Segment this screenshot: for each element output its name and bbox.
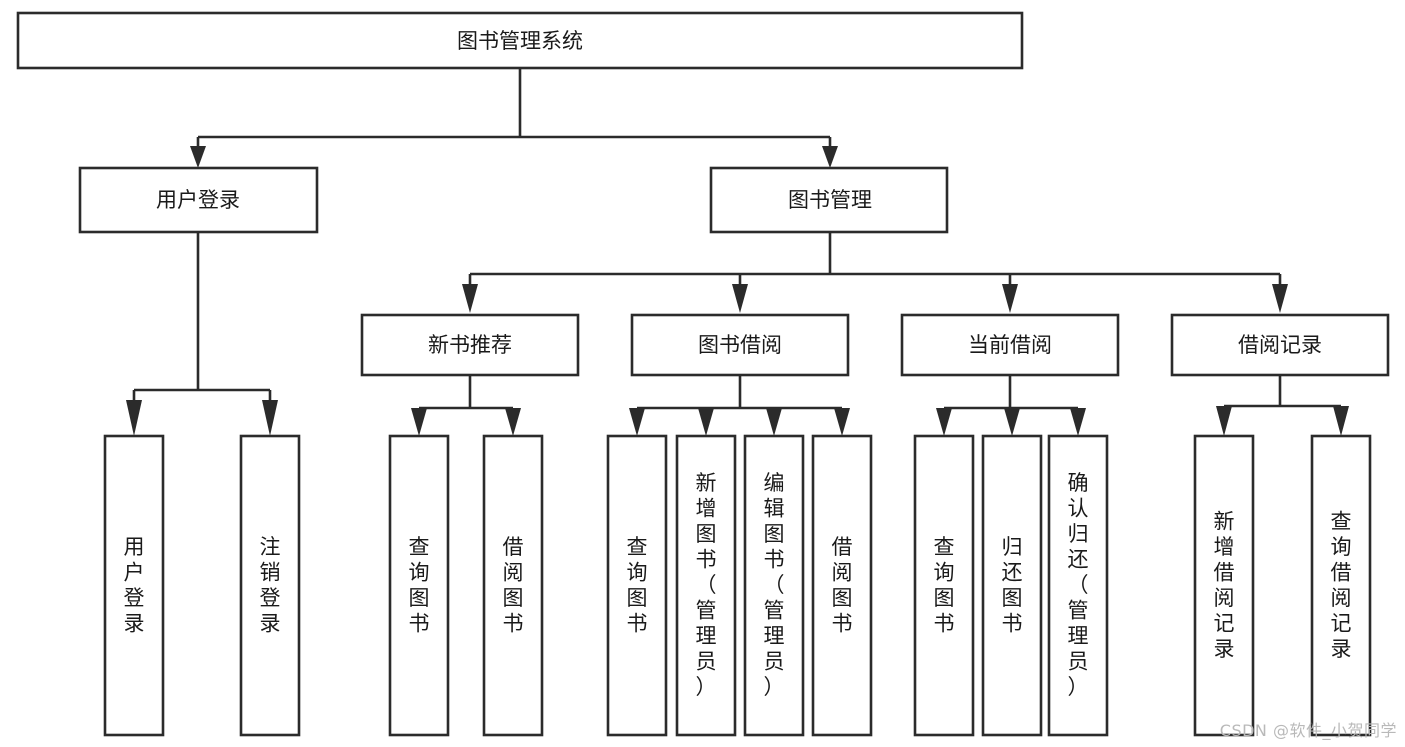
node-new-book-recommend-label: 新书推荐 <box>428 333 512 357</box>
node-new-book-recommend[interactable]: 新书推荐 <box>360 313 580 377</box>
leaf-current-return-box[interactable] <box>981 434 1043 737</box>
leaf-current-confirm-return[interactable]: 确认归还（管理员） <box>1047 434 1109 737</box>
arrow-head-leaf-user-login <box>126 400 142 436</box>
connector-group-root <box>190 68 838 168</box>
leaf-records-add[interactable]: 新增借阅记录 <box>1193 434 1255 737</box>
arrow-head-user-login <box>190 146 206 168</box>
node-user-login-box[interactable] <box>78 166 319 234</box>
node-book-manage-box[interactable] <box>709 166 949 234</box>
leaf-borrow-add[interactable]: 新增图书（管理员） <box>675 434 737 737</box>
leaf-current-query[interactable]: 查询图书 <box>913 434 975 737</box>
arrow-head-cb-leaf-3 <box>1070 408 1086 436</box>
leaf-user-login-signin-label: 用户登录 <box>124 535 145 636</box>
arrow-head-bb-leaf-1 <box>629 408 645 436</box>
leaf-borrow-lend-box[interactable] <box>811 434 873 737</box>
arrow-head-borrow-records <box>1272 284 1288 313</box>
leaf-records-add-label: 新增借阅记录 <box>1214 509 1235 661</box>
arrow-head-new-book <box>462 284 478 313</box>
node-book-borrow-box[interactable] <box>630 313 850 377</box>
arrow-head-book-borrow <box>732 284 748 313</box>
leaf-new-book-borrow-box[interactable] <box>482 434 544 737</box>
node-current-borrow-box[interactable] <box>900 313 1120 377</box>
leaf-borrow-query-box[interactable] <box>606 434 668 737</box>
leaf-user-login-signin-box[interactable] <box>103 434 165 737</box>
node-user-login[interactable]: 用户登录 <box>78 166 319 234</box>
arrow-head-leaf-logout <box>262 400 278 436</box>
leaf-borrow-lend-label: 借阅图书 <box>832 535 853 636</box>
node-current-borrow[interactable]: 当前借阅 <box>900 313 1120 377</box>
connector-group-user-login <box>126 232 278 436</box>
connector-group-book-borrow <box>629 375 850 436</box>
leaf-borrow-edit[interactable]: 编辑图书（管理员） <box>743 434 805 737</box>
node-borrow-records-box[interactable] <box>1170 313 1390 377</box>
node-book-manage[interactable]: 图书管理 <box>709 166 949 234</box>
node-borrow-records[interactable]: 借阅记录 <box>1170 313 1390 377</box>
leaf-borrow-add-label: 新增图书（管理员） <box>696 471 717 699</box>
leaf-borrow-edit-box[interactable] <box>743 434 805 737</box>
leaf-current-return[interactable]: 归还图书 <box>981 434 1043 737</box>
node-new-book-recommend-box[interactable] <box>360 313 580 377</box>
leaf-records-add-box[interactable] <box>1193 434 1255 737</box>
arrow-head-br-leaf-1 <box>1216 406 1232 436</box>
leaf-user-login-logout-label: 注销登录 <box>260 535 281 636</box>
leaf-current-return-label: 归还图书 <box>1002 535 1023 636</box>
node-book-borrow-label: 图书借阅 <box>698 333 782 357</box>
node-user-login-label: 用户登录 <box>156 188 240 212</box>
node-current-borrow-label: 当前借阅 <box>968 333 1052 357</box>
arrow-head-current-borrow <box>1002 284 1018 313</box>
connector-group-borrow-records <box>1216 375 1349 436</box>
node-borrow-records-label: 借阅记录 <box>1238 333 1322 357</box>
arrow-head-br-leaf-2 <box>1333 406 1349 436</box>
leaf-new-book-query-box[interactable] <box>388 434 450 737</box>
arrow-head-bb-leaf-3 <box>766 408 782 436</box>
leaf-records-query-box[interactable] <box>1310 434 1372 737</box>
leaf-borrow-query-label: 查询图书 <box>627 535 648 636</box>
leaf-borrow-edit-label: 编辑图书（管理员） <box>764 471 785 699</box>
leaf-new-book-borrow[interactable]: 借阅图书 <box>482 434 544 737</box>
leaf-user-login-signin[interactable]: 用户登录 <box>103 434 165 737</box>
arrow-head-bb-leaf-4 <box>834 408 850 436</box>
leaf-borrow-add-box[interactable] <box>675 434 737 737</box>
leaf-borrow-query[interactable]: 查询图书 <box>606 434 668 737</box>
leaf-records-query[interactable]: 查询借阅记录 <box>1310 434 1372 737</box>
node-root[interactable]: 图书管理系统 <box>16 11 1024 70</box>
leaf-current-confirm-return-box[interactable] <box>1047 434 1109 737</box>
arrow-head-cb-leaf-2 <box>1004 408 1020 436</box>
leaf-records-query-label: 查询借阅记录 <box>1331 509 1352 661</box>
arrow-head-nb-leaf-1 <box>411 408 427 436</box>
leaf-new-book-query[interactable]: 查询图书 <box>388 434 450 737</box>
node-root-box[interactable] <box>16 11 1024 70</box>
leaf-current-query-box[interactable] <box>913 434 975 737</box>
arrow-head-nb-leaf-2 <box>505 408 521 436</box>
connector-group-new-book <box>411 375 521 436</box>
connector-group-book-manage <box>462 232 1288 313</box>
csdn-watermark: CSDN @软件_小贺同学 <box>1219 721 1397 740</box>
leaf-user-login-logout[interactable]: 注销登录 <box>239 434 301 737</box>
arrow-head-bb-leaf-2 <box>698 408 714 436</box>
node-root-label: 图书管理系统 <box>457 29 583 53</box>
node-book-borrow[interactable]: 图书借阅 <box>630 313 850 377</box>
leaf-borrow-lend[interactable]: 借阅图书 <box>811 434 873 737</box>
leaf-new-book-borrow-label: 借阅图书 <box>503 535 524 636</box>
node-book-manage-label: 图书管理 <box>788 188 872 212</box>
leaf-current-confirm-return-label: 确认归还（管理员） <box>1068 471 1089 699</box>
leaf-current-query-label: 查询图书 <box>934 535 955 636</box>
connector-group-current-borrow <box>936 375 1086 436</box>
leaf-user-login-logout-box[interactable] <box>239 434 301 737</box>
arrow-head-cb-leaf-1 <box>936 408 952 436</box>
arrow-head-book-manage <box>822 146 838 168</box>
leaf-new-book-query-label: 查询图书 <box>409 535 430 636</box>
